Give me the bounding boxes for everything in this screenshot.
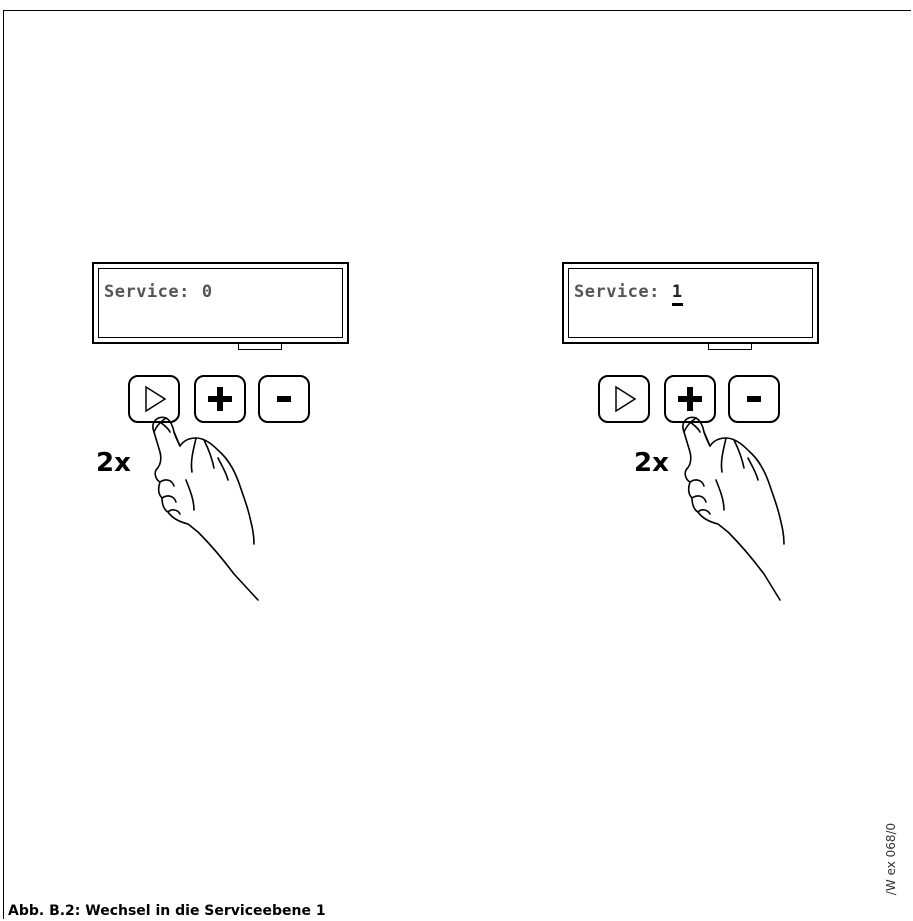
play-triangle-icon	[139, 384, 169, 414]
press-count: 2x	[634, 448, 669, 478]
lcd-label: Service:	[574, 282, 660, 302]
play-triangle-icon	[609, 384, 639, 414]
panel-step-2: Service: 1 2x	[560, 262, 880, 612]
lcd-display: Service: 1	[562, 262, 819, 344]
lcd-label: Service:	[104, 282, 190, 302]
figure-caption: Abb. B.2: Wechsel in die Serviceebene 1	[8, 903, 326, 919]
plus-icon	[205, 384, 235, 414]
lcd-inner-border	[98, 268, 343, 338]
panel-step-1: Service: 0 2x	[90, 262, 410, 612]
arrow-key[interactable]	[598, 375, 650, 423]
minus-key[interactable]	[728, 375, 780, 423]
lcd-text: Service:1	[574, 282, 683, 302]
lcd-display: Service: 0	[92, 262, 349, 344]
lcd-tab	[708, 344, 752, 350]
figure-side-code: /W ex 068/0	[884, 823, 898, 895]
lcd-tab	[238, 344, 282, 350]
lcd-text: Service: 0	[104, 282, 213, 302]
lcd-inner-border	[568, 268, 813, 338]
plus-key[interactable]	[664, 375, 716, 423]
plus-icon	[675, 384, 705, 414]
minus-key[interactable]	[258, 375, 310, 423]
minus-icon	[269, 384, 299, 414]
arrow-key[interactable]	[128, 375, 180, 423]
lcd-value: 0	[202, 282, 213, 302]
minus-icon	[739, 384, 769, 414]
plus-key[interactable]	[194, 375, 246, 423]
press-count: 2x	[96, 448, 131, 478]
lcd-value-cursor: 1	[672, 282, 683, 306]
